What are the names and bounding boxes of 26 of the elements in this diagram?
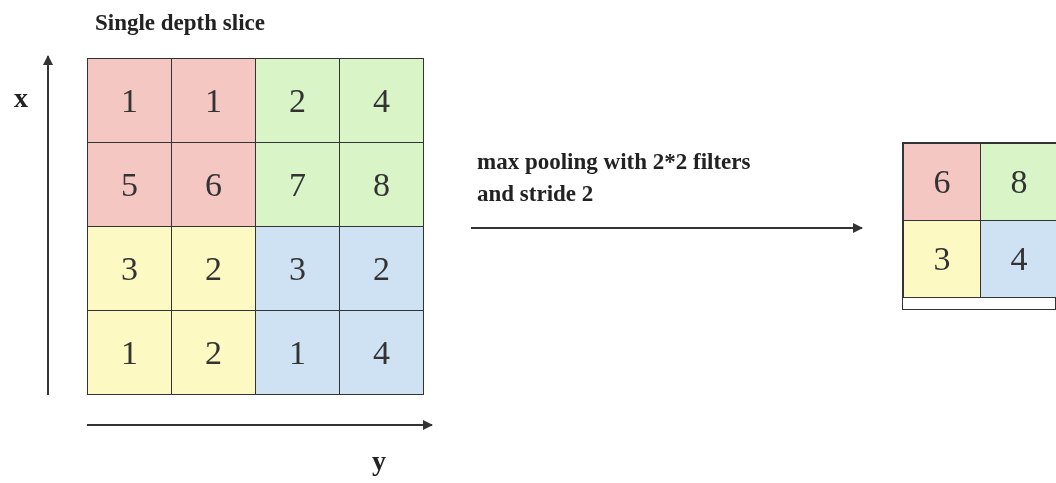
matrix-value: 3	[255, 226, 340, 311]
edge-label: max pooling with 2*2 filters and stride 2	[477, 148, 752, 208]
matrix-value: 1	[87, 310, 172, 395]
matrix-value: 3	[903, 220, 981, 298]
grid-title: Single depth slice	[95, 10, 265, 36]
matrix-value: 1	[87, 58, 172, 143]
matrix-value: 3	[87, 226, 172, 311]
matrix-value: 5	[87, 142, 172, 227]
matrix-value: 2	[255, 58, 340, 143]
matrix-value: 2	[171, 226, 256, 311]
matrix-value: 8	[980, 143, 1056, 221]
matrix-value: 2	[339, 226, 424, 311]
matrix-value: 7	[255, 142, 340, 227]
matrix-value: 8	[339, 142, 424, 227]
arrow	[470, 223, 863, 233]
matrix-value: 4	[339, 58, 424, 143]
matrix-value: 1	[171, 58, 256, 143]
matrix-value: 6	[171, 142, 256, 227]
matrix-value: 2	[171, 310, 256, 395]
matrix-value: 6	[903, 143, 981, 221]
axis-label: x	[14, 82, 28, 114]
grid-matrix	[902, 142, 1056, 310]
matrix-value: 4	[339, 310, 424, 395]
matrix-value: 4	[980, 220, 1056, 298]
axis-label: y	[372, 445, 386, 477]
matrix-value: 1	[255, 310, 340, 395]
